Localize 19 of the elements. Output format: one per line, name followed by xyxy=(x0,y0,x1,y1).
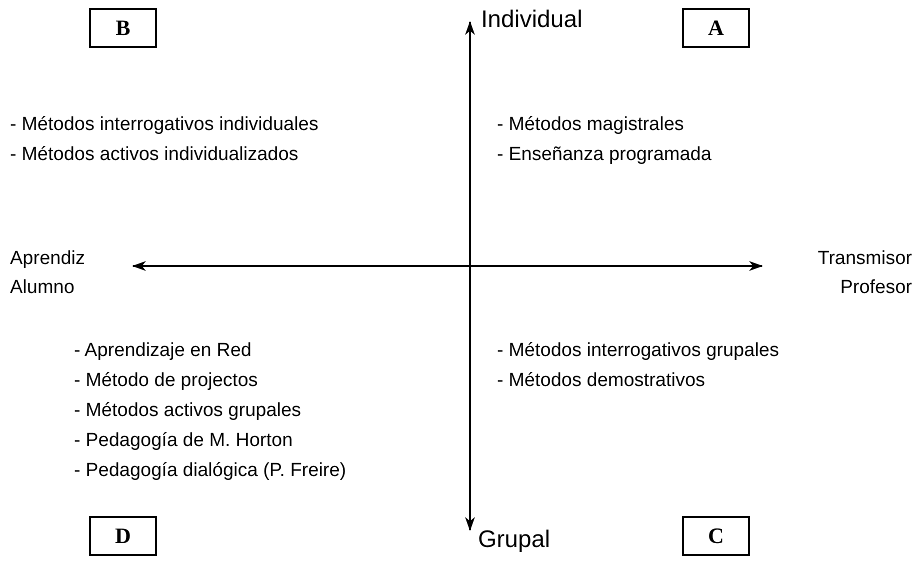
list-item: - Métodos interrogativos individuales xyxy=(10,114,318,136)
quadrant-letter-box: D xyxy=(89,516,157,556)
list-item: - Aprendizaje en Red xyxy=(74,340,252,362)
list-item: - Métodos activos individualizados xyxy=(10,144,298,166)
list-item: - Pedagogía de M. Horton xyxy=(74,430,293,452)
quadrant-letter-box: B xyxy=(89,8,157,48)
axis-label: Grupal xyxy=(478,526,550,554)
list-item: - Pedagogía dialógica (P. Freire) xyxy=(74,460,346,482)
axis-label: Aprendiz Alumno xyxy=(10,247,86,300)
list-item: - Métodos magistrales xyxy=(497,114,684,136)
list-item: - Métodos interrogativos grupales xyxy=(497,340,779,362)
list-item: - Métodos demostrativos xyxy=(497,370,706,392)
quadrant-letter-box: C xyxy=(682,516,750,556)
axis-label: Individual xyxy=(481,6,582,34)
quadrant-letter-box: A xyxy=(682,8,750,48)
axis-label: Transmisor Profesor xyxy=(816,247,912,300)
list-item: - Enseñanza programada xyxy=(497,144,712,166)
list-item: - Método de projectos xyxy=(74,370,258,392)
list-item: - Métodos activos grupales xyxy=(74,400,302,422)
